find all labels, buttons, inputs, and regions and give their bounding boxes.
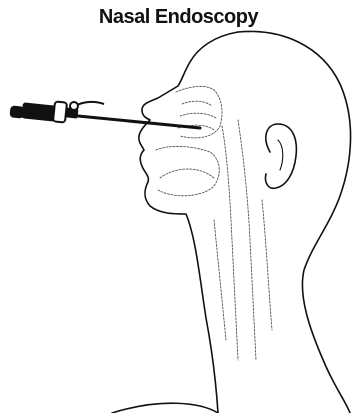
endoscope-handle: [21, 102, 56, 121]
trachea-outline: [214, 220, 226, 340]
turbinate-middle: [180, 113, 216, 118]
internal-anatomy: [156, 86, 272, 360]
shoulder-outline: [112, 403, 218, 413]
turbinate-upper: [182, 101, 212, 106]
tongue-outline: [160, 169, 214, 178]
spine-outline: [262, 200, 272, 330]
back-of-head-outline: [238, 31, 351, 413]
oral-cavity-outline: [156, 146, 219, 195]
endoscope-focus-ring: [53, 101, 67, 122]
nasal-cavity-outline: [176, 86, 222, 137]
ear-outline: [265, 124, 296, 188]
pharynx-back: [238, 120, 256, 360]
head-profile: [112, 31, 351, 413]
face-outline: [139, 32, 238, 413]
endoscope-light-port: [70, 102, 78, 110]
endoscope-icon: [9, 101, 200, 128]
endoscope-eyepiece: [9, 105, 24, 118]
endoscope-shaft: [78, 116, 200, 128]
